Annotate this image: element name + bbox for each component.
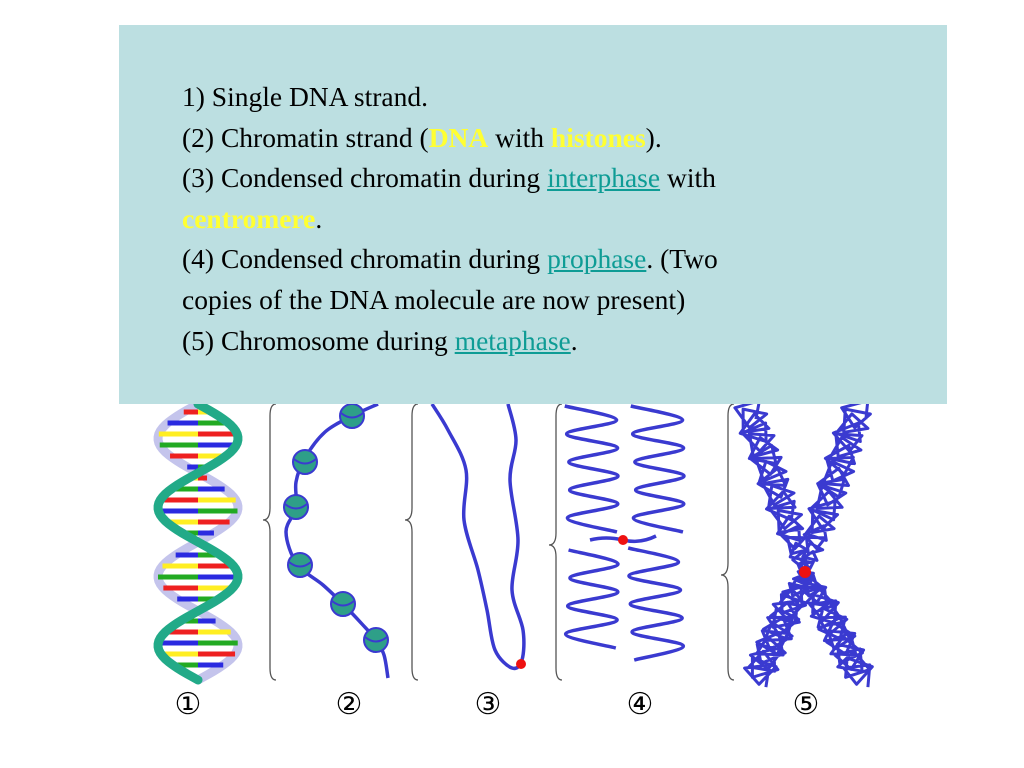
stage-label-2: ②: [336, 687, 363, 722]
brace: [262, 403, 277, 681]
chromatid-right-upper: [630, 404, 686, 534]
caption-text-chromosome: (5) Chromosome during: [182, 324, 455, 356]
centromere: [516, 659, 526, 669]
interphase-link[interactable]: interphase: [547, 162, 661, 194]
chromatid-right-lower: [627, 546, 686, 662]
chromosome-arm: [733, 399, 812, 576]
caption-line-6: copies of the DNA molecule are now prese…: [182, 280, 872, 321]
caption-text-two: . (Two: [646, 243, 718, 275]
brace: [720, 403, 735, 681]
dna-backbone-teal: [153, 399, 243, 685]
histone-wrap: [288, 561, 312, 568]
dna-double-helix: [153, 399, 243, 685]
brace: [548, 403, 563, 681]
caption-text: 1) Single DNA strand. (2) Chromatin stra…: [182, 77, 872, 361]
centromere-highlight: centromere: [182, 202, 316, 234]
dna-highlight: DNA: [428, 121, 489, 153]
caption-line-3: (3) Condensed chromatin during interphas…: [182, 158, 872, 199]
bracket-4: [720, 403, 735, 681]
stage-label-4: ④: [627, 687, 654, 722]
chromatin-loop: [430, 403, 526, 671]
histone-wrap: [364, 636, 388, 643]
stage-label-3: ③: [475, 687, 502, 722]
histone: [287, 552, 313, 578]
centromere: [618, 535, 628, 545]
chromosome-arm: [799, 399, 872, 576]
histone: [363, 627, 389, 653]
metaphase-chromosome: [733, 399, 874, 688]
histone: [292, 449, 318, 475]
caption-text-condensed-interphase: (3) Condensed chromatin during: [182, 162, 548, 194]
metaphase-link[interactable]: metaphase: [454, 324, 571, 356]
histone: [283, 494, 309, 520]
histone-wrap: [331, 600, 355, 607]
caption-line-4: centromere.: [182, 199, 872, 240]
histone-wrap: [340, 412, 364, 419]
caption-text-chromatin: (2) Chromatin strand (: [182, 121, 429, 153]
caption-text-with-2: with: [660, 162, 716, 194]
chromatid-left-lower: [563, 548, 620, 650]
prophase-link[interactable]: prophase: [547, 243, 647, 275]
histone: [330, 591, 356, 617]
condensed-chromatin-interphase: [430, 403, 526, 671]
centromere: [799, 566, 811, 578]
chromosome-arm: [743, 570, 812, 688]
brace: [404, 403, 419, 681]
histone-wrap: [284, 503, 308, 510]
caption-line-7: (5) Chromosome during metaphase.: [182, 321, 872, 362]
caption-line-2: (2) Chromatin strand (DNA with histones)…: [182, 118, 872, 159]
caption-text-single-dna: 1) Single DNA strand.: [182, 81, 428, 112]
bracket-1: [262, 403, 277, 681]
bracket-2: [404, 403, 419, 681]
histone: [339, 403, 365, 429]
caption-box: 1) Single DNA strand. (2) Chromatin stra…: [119, 25, 947, 404]
stage-labels: ① ② ③ ④ ⑤: [175, 687, 820, 722]
caption-text-period-2: .: [570, 324, 578, 356]
caption-text-with: with: [488, 121, 551, 153]
bracket-3: [548, 403, 563, 681]
caption-text-condensed-prophase: (4) Condensed chromatin during: [182, 243, 548, 275]
caption-text-close: ).: [645, 121, 662, 153]
chromosome-arm: [799, 570, 874, 688]
caption-text-period: .: [315, 202, 323, 234]
stage-label-1: ①: [175, 687, 202, 722]
caption-line-1: 1) Single DNA strand.: [182, 77, 872, 118]
condensed-chromatin-prophase: [563, 404, 686, 662]
chromatin-strand: [283, 402, 390, 679]
caption-text-copies: copies of the DNA molecule are now prese…: [182, 283, 686, 315]
chromatid-left-upper: [564, 404, 620, 534]
histone-wrap: [293, 458, 317, 465]
histones-highlight: histones: [550, 121, 646, 153]
caption-line-5: (4) Condensed chromatin during prophase.…: [182, 239, 872, 280]
stage-label-5: ⑤: [793, 687, 820, 722]
